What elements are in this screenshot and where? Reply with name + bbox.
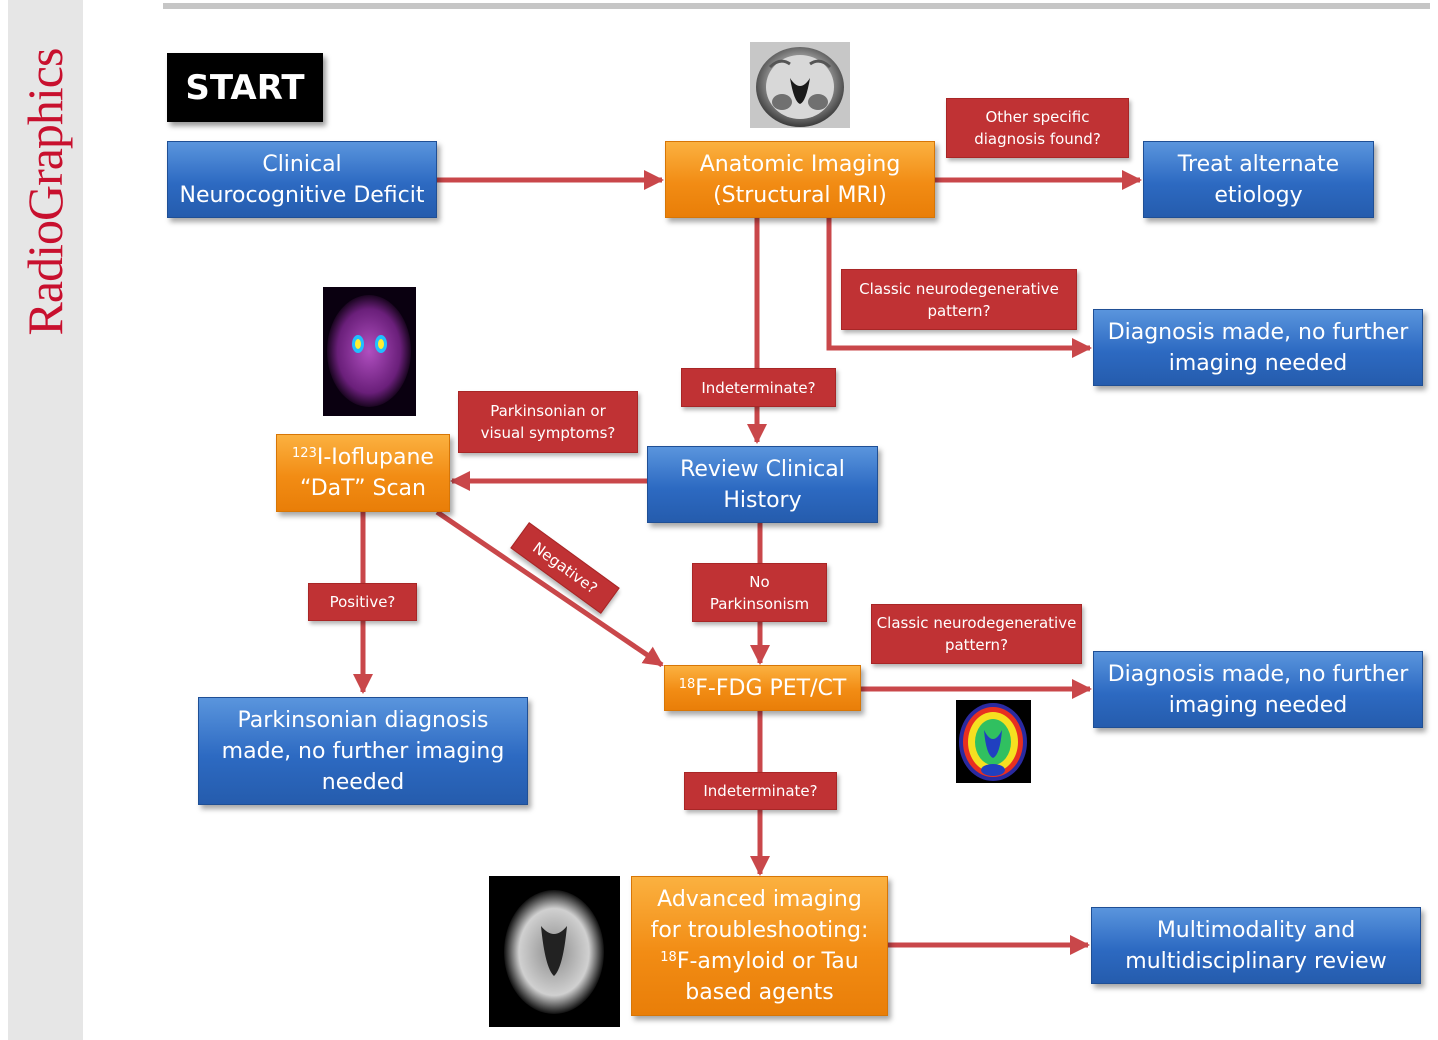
advanced-isotope-superscript: 18 xyxy=(660,950,677,965)
node-treat-alternate: Treat alternate etiology xyxy=(1143,141,1374,218)
brain-mri-icon xyxy=(750,42,850,128)
node-diagnosis-made-1: Diagnosis made, no further imaging neede… xyxy=(1093,309,1423,386)
arrow-dat-to-fdg xyxy=(435,509,664,668)
node-review-history: Review Clinical History xyxy=(647,446,878,523)
label-classic-pattern-1: Classic neurodegenerative pattern? xyxy=(841,269,1077,330)
top-rule xyxy=(163,3,1430,9)
fdg-pet-icon xyxy=(956,700,1031,783)
label-indeterminate-2: Indeterminate? xyxy=(684,772,837,810)
label-indeterminate-1: Indeterminate? xyxy=(681,368,836,407)
arrow-anatomic-to-diagnosis xyxy=(826,218,1092,358)
node-anatomic-imaging: Anatomic Imaging (Structural MRI) xyxy=(665,141,935,218)
amyloid-pet-image xyxy=(489,876,620,1027)
label-parkinsonian-symptoms: Parkinsonian or visual symptoms? xyxy=(458,391,638,453)
dat-isotope-superscript: 123 xyxy=(292,446,317,461)
dat-scan-icon xyxy=(323,287,416,416)
label-positive: Positive? xyxy=(308,583,417,621)
sidebar: RadioGraphics xyxy=(8,0,83,1040)
label-other-specific: Other specific diagnosis found? xyxy=(946,98,1129,158)
node-dat-scan: 123I-Ioflupane “DaT” Scan xyxy=(276,434,450,512)
node-fdg-pet: 18F-FDG PET/CT xyxy=(664,665,861,711)
fdg-isotope-superscript: 18 xyxy=(678,676,696,692)
dat-spect-image xyxy=(323,287,416,416)
label-no-parkinsonism: No Parkinsonism xyxy=(692,563,827,622)
node-multimodality-review: Multimodality and multidisciplinary revi… xyxy=(1091,907,1421,984)
coronal-mri-image xyxy=(750,42,850,128)
start-badge: START xyxy=(167,53,323,122)
fdg-pet-image xyxy=(956,700,1031,783)
label-classic-pattern-2: Classic neurodegenerative pattern? xyxy=(871,604,1082,664)
node-parkinsonian-diagnosis: Parkinsonian diagnosis made, no further … xyxy=(198,697,528,805)
amyloid-pet-icon xyxy=(489,876,620,1027)
node-clinical-deficit: Clinical Neurocognitive Deficit xyxy=(167,141,437,218)
node-advanced-imaging: Advanced imaging for troubleshooting: 18… xyxy=(631,876,888,1016)
node-diagnosis-made-2: Diagnosis made, no further imaging neede… xyxy=(1093,651,1423,728)
